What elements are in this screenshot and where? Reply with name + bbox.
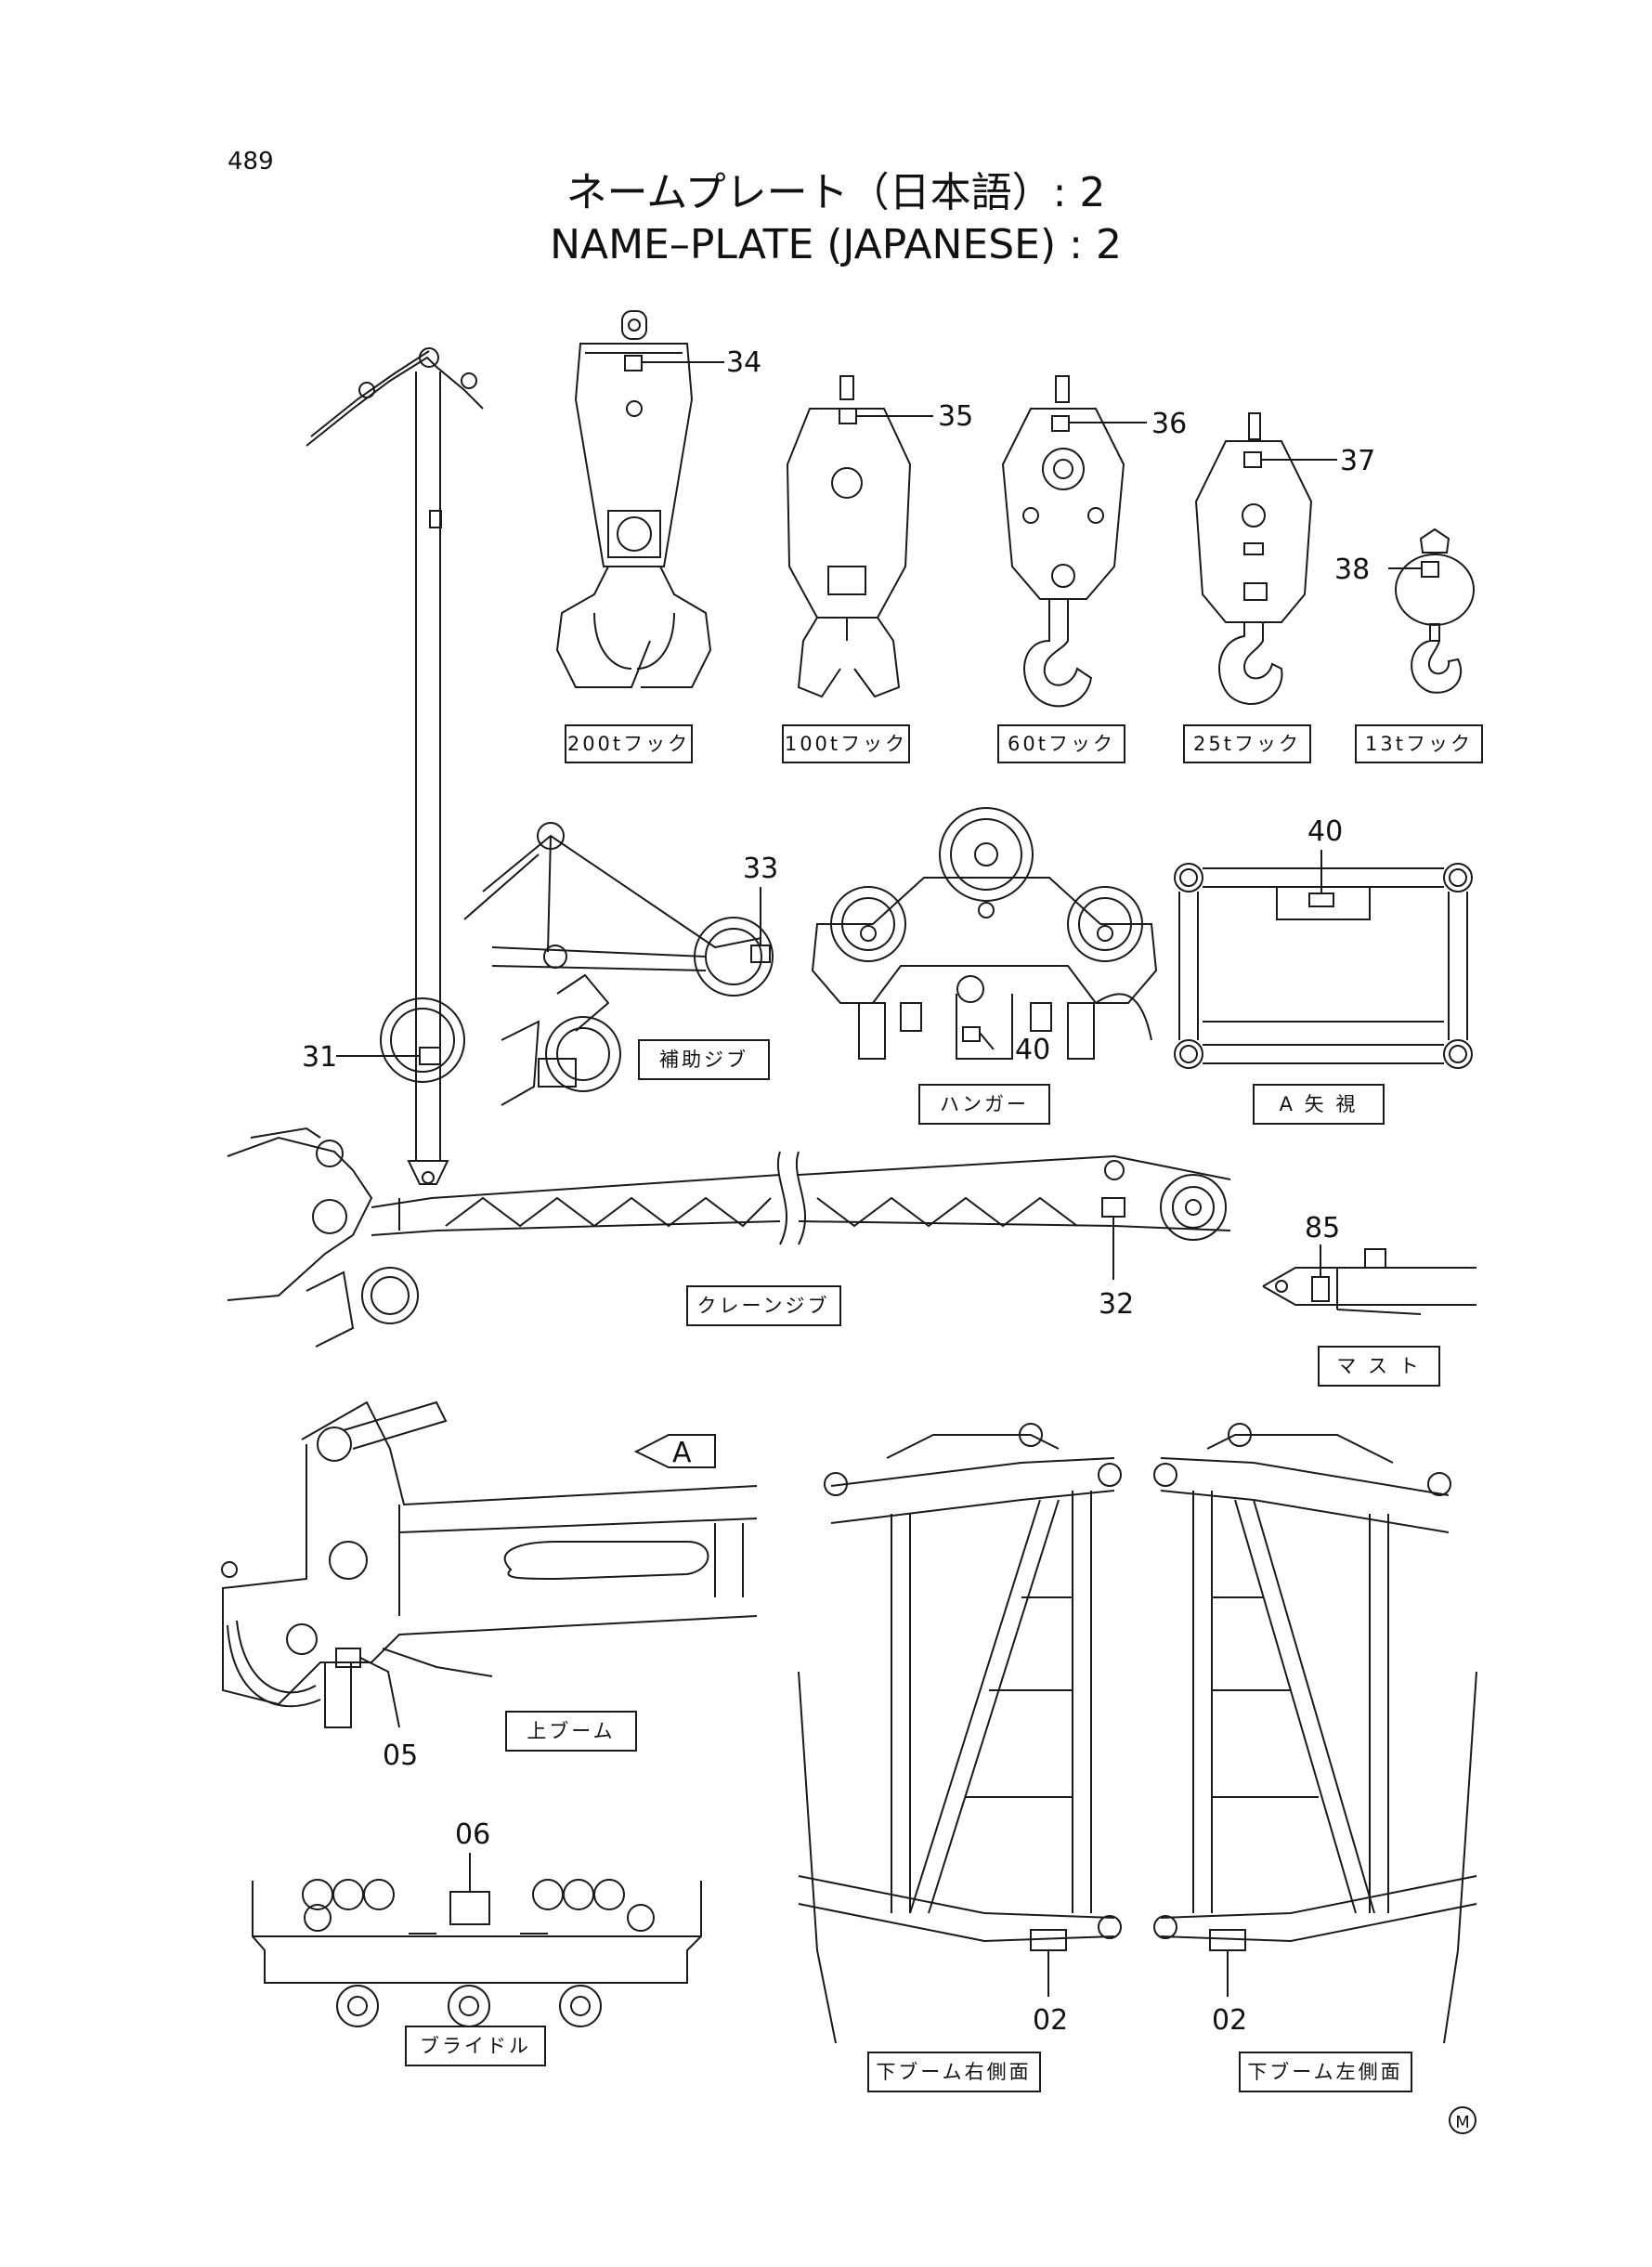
caption-200t-hook: 200tフック [567,733,690,755]
part-number-40-hanger: 40 [1015,1034,1050,1066]
upper-boom-drawing [221,1401,758,1728]
caption-box-60t-hook [997,724,1125,763]
mast-drawing [1262,1248,1476,1315]
hook-25t-drawing [1194,412,1313,706]
nameplate-34 [624,355,643,371]
caption-13t-hook: 13tフック [1365,733,1473,755]
caption-box-bridle [405,2026,546,2066]
caption-box-upper-boom [505,1711,637,1752]
page-number: 489 [228,148,274,176]
nameplate-38 [1421,561,1439,578]
view-a-arrow [633,1434,716,1468]
part-number-40-a-view: 40 [1307,815,1343,848]
m-mark-circle [1449,2106,1476,2134]
bridle-drawing [252,1879,702,2027]
leader-line-05 [359,1657,400,1728]
view-a-arrow-label: A [672,1437,692,1469]
part-number-34: 34 [726,346,761,379]
auxiliary-mast-drawing [306,347,484,1185]
nameplate-32 [1101,1197,1125,1218]
caption-box-200t-hook [565,724,693,763]
nameplate-35 [839,408,857,424]
hook-200t-drawing [555,310,712,688]
nameplate-40-hanger [962,1026,981,1042]
title-japanese: ネームプレート（日本語）: 2 [566,169,1106,216]
caption-box-a-view [1253,1084,1385,1125]
caption-lower-boom-left: 下ブーム左側面 [1247,2061,1402,2083]
caption-upper-boom: 上ブーム [527,1720,615,1742]
caption-box-crane-jib [686,1285,841,1326]
caption-a-view: A 矢 視 [1280,1093,1359,1115]
caption-mast: マ ス ト [1336,1355,1421,1377]
part-number-38: 38 [1334,554,1370,586]
caption-box-auxiliary-jib [638,1039,770,1080]
auxiliary-jib-drawing [380,822,774,1106]
part-number-06: 06 [455,1818,490,1851]
part-number-33: 33 [743,853,778,885]
hook-100t-drawing [786,375,912,698]
caption-100t-hook: 100tフック [785,733,907,755]
hanger-drawing [811,807,1158,1060]
caption-box-100t-hook [782,724,910,763]
caption-box-25t-hook [1183,724,1311,763]
caption-box-lower-boom-left [1239,2052,1412,2092]
lower-boom-right-side-drawing [798,1423,1122,2044]
lower-boom-left-side-drawing [1153,1423,1477,2044]
nameplate-37 [1243,451,1262,468]
caption-25t-hook: 25tフック [1193,733,1301,755]
part-number-35: 35 [938,400,973,433]
caption-box-13t-hook [1355,724,1483,763]
caption-box-hanger [918,1084,1050,1125]
part-number-31: 31 [302,1041,337,1074]
caption-box-mast [1318,1346,1440,1387]
hook-60t-drawing [1001,375,1125,708]
caption-auxiliary-jib: 補助ジブ [659,1049,748,1071]
part-number-32: 32 [1099,1288,1134,1321]
part-number-37: 37 [1340,445,1375,477]
part-number-02-left: 02 [1212,2004,1247,2037]
nameplate-06 [449,1891,490,1925]
caption-lower-boom-right: 下ブーム右側面 [876,2061,1031,2083]
caption-hanger: ハンガー [940,1093,1029,1115]
part-number-85: 85 [1305,1212,1340,1244]
caption-bridle: ブライドル [420,2035,531,2057]
nameplate-36 [1051,415,1070,432]
a-view-frame-drawing [1174,863,1473,1069]
part-number-05: 05 [383,1739,418,1772]
nameplate-05 [335,1648,361,1668]
caption-box-lower-boom-right [867,2052,1041,2092]
m-mark: M [1455,2113,1470,2132]
hook-13t-drawing [1395,528,1475,694]
caption-crane-jib: クレーンジブ [697,1295,830,1317]
leader-line-40-hanger [979,1032,995,1050]
part-number-02-right: 02 [1033,2004,1068,2037]
part-number-36: 36 [1151,408,1187,440]
nameplate-85 [1311,1276,1330,1302]
title-english: NAME–PLATE (JAPANESE) : 2 [550,221,1122,268]
caption-60t-hook: 60tフック [1008,733,1115,755]
nameplate-40-a-view [1308,892,1334,907]
